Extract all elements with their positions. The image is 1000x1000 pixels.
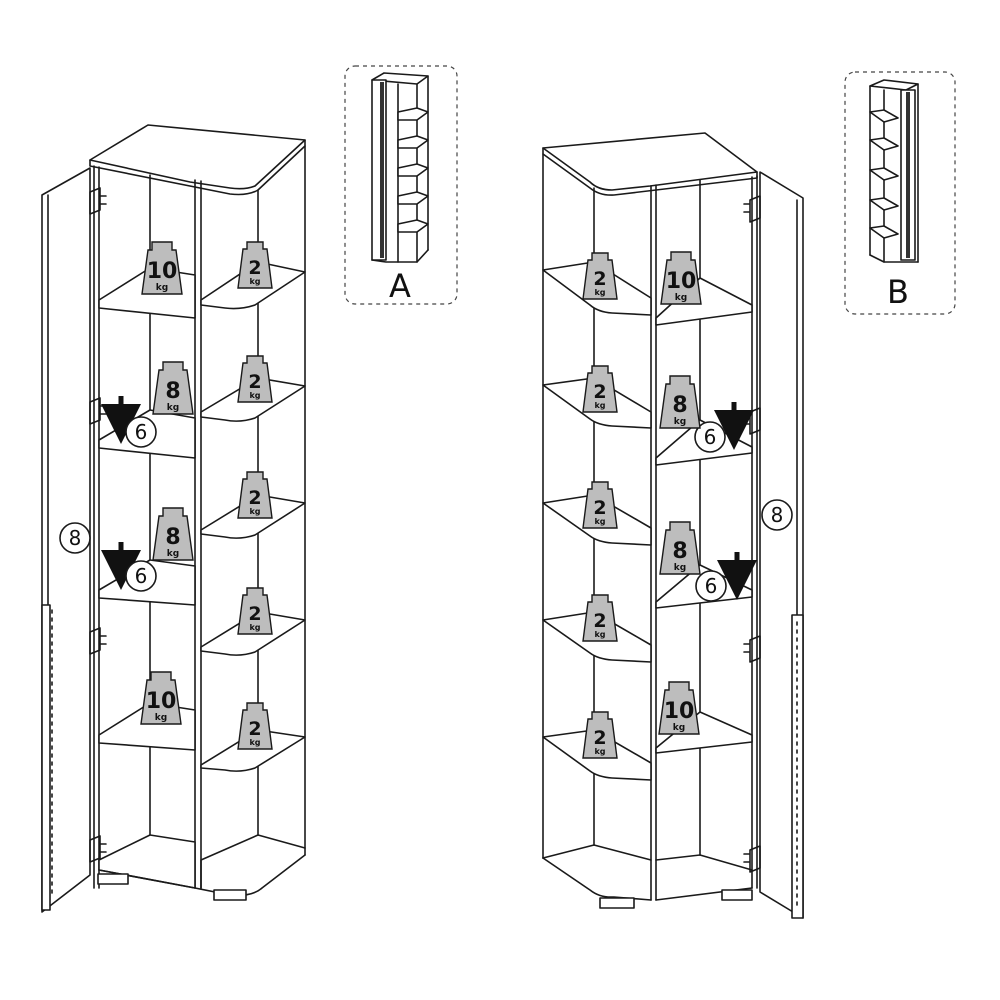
svg-text:2: 2: [248, 487, 261, 509]
right-door-callout-text: 8: [771, 503, 784, 527]
svg-text:10: 10: [664, 699, 695, 724]
inset-b-label: B: [887, 273, 909, 311]
left-drop-indicator-1: 6: [101, 396, 157, 448]
weight-icon: 2 kg: [582, 481, 618, 529]
inset-a: A: [344, 65, 458, 305]
right-drop-callout-2-text: 6: [705, 574, 718, 598]
left-drop-indicator-2: 6: [101, 542, 157, 592]
inset-b-cabinet: [869, 79, 919, 263]
weight-icon: 2 kg: [237, 702, 273, 750]
svg-text:2: 2: [593, 268, 606, 290]
svg-text:10: 10: [666, 269, 697, 294]
weight-icon: 8 kg: [152, 507, 194, 561]
hinge-icon: [89, 627, 107, 655]
left-cabinet-top: [89, 124, 306, 190]
svg-text:8: 8: [165, 379, 180, 404]
svg-text:kg: kg: [594, 517, 605, 526]
svg-text:kg: kg: [673, 723, 685, 733]
svg-text:kg: kg: [674, 563, 686, 573]
svg-text:kg: kg: [156, 283, 168, 293]
weight-icon: 10 kg: [658, 681, 700, 735]
hinge-icon: [89, 397, 107, 425]
hinge-icon: [743, 635, 761, 663]
weight-icon: 10 kg: [141, 241, 183, 295]
svg-text:8: 8: [672, 393, 687, 418]
weight-icon: 2 kg: [582, 711, 618, 759]
weight-icon: 2 kg: [582, 594, 618, 642]
weight-icon: 8 kg: [152, 361, 194, 415]
left-door-callout-text: 8: [69, 526, 82, 550]
svg-text:kg: kg: [674, 417, 686, 427]
svg-text:kg: kg: [249, 738, 260, 747]
svg-text:kg: kg: [594, 630, 605, 639]
weight-icon: 2 kg: [237, 471, 273, 519]
svg-text:10: 10: [146, 689, 177, 714]
svg-text:2: 2: [248, 718, 261, 740]
svg-text:2: 2: [248, 603, 261, 625]
inset-b: B: [844, 71, 956, 315]
weight-icon: 10 kg: [660, 251, 702, 305]
left-cabinet: 8 6 6 10 kg 8 kg 8 kg: [41, 124, 306, 913]
svg-text:kg: kg: [675, 293, 687, 303]
svg-text:10: 10: [147, 259, 178, 284]
inset-a-label: A: [389, 267, 411, 305]
left-door-callout: 8: [59, 522, 91, 554]
right-drop-indicator-1: 6: [694, 402, 754, 453]
svg-text:kg: kg: [249, 391, 260, 400]
svg-text:8: 8: [165, 525, 180, 550]
left-drop-callout-1-text: 6: [135, 420, 148, 444]
svg-text:kg: kg: [167, 403, 179, 413]
svg-text:2: 2: [593, 610, 606, 632]
hinge-icon: [743, 845, 761, 873]
weight-icon: 2 kg: [237, 355, 273, 403]
svg-text:8: 8: [672, 539, 687, 564]
weight-icon: 2 kg: [237, 241, 273, 289]
svg-text:kg: kg: [249, 623, 260, 632]
right-cabinet: 8 6 6 10 kg 8 kg 8 kg: [542, 132, 804, 919]
left-drop-callout-2-text: 6: [135, 564, 148, 588]
weight-icon: 10 kg: [140, 671, 182, 725]
svg-text:2: 2: [248, 257, 261, 279]
left-hinges: [89, 187, 107, 863]
weight-icon: 8 kg: [659, 521, 701, 575]
svg-text:2: 2: [593, 497, 606, 519]
svg-text:kg: kg: [594, 288, 605, 297]
svg-text:2: 2: [593, 727, 606, 749]
hinge-icon: [89, 835, 107, 863]
svg-text:kg: kg: [167, 549, 179, 559]
right-drop-callout-1-text: 6: [704, 425, 717, 449]
svg-text:2: 2: [593, 381, 606, 403]
right-drop-indicator-2: 6: [695, 552, 757, 602]
svg-text:2: 2: [248, 371, 261, 393]
right-cabinet-top: [542, 132, 758, 191]
svg-text:kg: kg: [594, 401, 605, 410]
hinge-icon: [743, 195, 761, 223]
weight-icon: 2 kg: [237, 587, 273, 635]
right-door-callout: 8: [761, 499, 793, 531]
svg-text:kg: kg: [155, 713, 167, 723]
inset-a-cabinet: [371, 72, 429, 263]
hinge-icon: [89, 187, 107, 215]
svg-text:kg: kg: [594, 747, 605, 756]
svg-text:kg: kg: [249, 507, 260, 516]
weight-icon: 2 kg: [582, 365, 618, 413]
weight-icon: 2 kg: [582, 252, 618, 300]
weight-icon: 8 kg: [659, 375, 701, 429]
svg-text:kg: kg: [249, 277, 260, 286]
